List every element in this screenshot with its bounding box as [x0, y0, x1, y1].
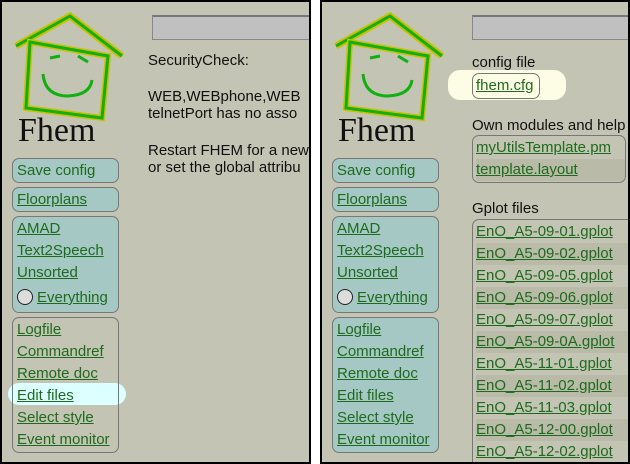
globe-icon: [17, 289, 33, 305]
menu-remote-doc[interactable]: Remote doc: [17, 365, 98, 382]
menu-logfile[interactable]: Logfile: [17, 321, 62, 338]
floorplans-box: Floorplans: [332, 187, 439, 212]
security-line-2: telnetPort has no asso: [148, 105, 298, 122]
fhem-house-logo: [14, 12, 125, 122]
save-config-link[interactable]: Save config: [337, 162, 416, 179]
room-everything[interactable]: Everything: [17, 287, 118, 309]
gplot-file-link[interactable]: EnO_A5-09-02.gplot: [476, 243, 628, 265]
left-screenshot-panel: Fhem Save config Floorplans AMAD Text2Sp…: [0, 0, 311, 464]
menu-event-monitor[interactable]: Event monitor: [17, 431, 110, 448]
security-line-1: WEB,WEBphone,WEB: [148, 88, 301, 105]
room-unsorted[interactable]: Unsorted: [337, 264, 398, 281]
gplot-file-link[interactable]: EnO_A5-09-07.gplot: [476, 311, 613, 328]
menu-edit-files[interactable]: Edit files: [337, 387, 394, 404]
globe-icon: [337, 289, 353, 305]
save-config-box: Save config: [332, 158, 439, 183]
save-config-link[interactable]: Save config: [17, 162, 96, 179]
own-modules-heading: Own modules and help: [472, 117, 626, 134]
command-input[interactable]: [152, 15, 309, 40]
right-screenshot-panel: Fhem Save config Floorplans AMAD Text2Sp…: [320, 0, 630, 464]
gplot-file-link[interactable]: EnO_A5-11-02.gplot: [476, 375, 628, 397]
edit-files-highlight: [8, 383, 126, 405]
gplot-file-link[interactable]: EnO_A5-11-03.gplot: [476, 399, 612, 416]
tools-menu: Logfile Commandref Remote doc Edit files…: [332, 317, 439, 453]
floorplans-box: Floorplans: [12, 187, 119, 212]
tools-menu: Logfile Commandref Remote doc Edit files…: [12, 317, 119, 453]
room-everything[interactable]: Everything: [337, 287, 438, 309]
config-file-highlight: [448, 70, 566, 100]
floorplans-link[interactable]: Floorplans: [17, 191, 88, 208]
security-check-title: SecurityCheck:: [148, 52, 249, 69]
gplot-file-link[interactable]: EnO_A5-09-0A.gplot: [476, 331, 628, 353]
command-input[interactable]: [472, 15, 628, 40]
gplot-file-link[interactable]: EnO_A5-12-00.gplot: [476, 419, 628, 441]
menu-remote-doc[interactable]: Remote doc: [337, 365, 418, 382]
room-amad[interactable]: AMAD: [17, 220, 61, 237]
room-text2speech[interactable]: Text2Speech: [337, 242, 424, 259]
room-unsorted[interactable]: Unsorted: [17, 264, 78, 281]
gplot-files-heading: Gplot files: [472, 200, 539, 217]
fhem-house-logo: [334, 12, 445, 122]
room-everything-label: Everything: [37, 289, 108, 306]
floorplans-link[interactable]: Floorplans: [337, 191, 408, 208]
save-config-box: Save config: [12, 158, 119, 183]
room-text2speech[interactable]: Text2Speech: [17, 242, 104, 259]
own-modules-list: myUtilsTemplate.pm template.layout: [472, 135, 626, 183]
config-file-heading: config file: [472, 54, 536, 71]
gplot-file-link[interactable]: EnO_A5-09-06.gplot: [476, 287, 628, 309]
rooms-menu: AMAD Text2Speech Unsorted Everything: [332, 216, 439, 313]
menu-select-style[interactable]: Select style: [17, 409, 94, 426]
own-module-file[interactable]: template.layout: [476, 159, 625, 181]
security-line-3: Restart FHEM for a new: [148, 142, 309, 159]
gplot-file-link[interactable]: EnO_A5-09-05.gplot: [476, 267, 613, 284]
room-everything-label: Everything: [357, 289, 428, 306]
menu-commandref[interactable]: Commandref: [337, 343, 424, 360]
security-line-4: or set the global attribu: [148, 159, 301, 176]
gplot-file-link[interactable]: EnO_A5-09-01.gplot: [476, 223, 613, 240]
menu-event-monitor[interactable]: Event monitor: [337, 431, 430, 448]
gplot-file-link[interactable]: EnO_A5-12-02.gplot: [476, 443, 613, 460]
gplot-file-link[interactable]: EnO_A5-11-01.gplot: [476, 355, 612, 372]
fhem-logo-text: Fhem: [18, 112, 96, 149]
config-file-link[interactable]: fhem.cfg: [476, 77, 534, 94]
rooms-menu: AMAD Text2Speech Unsorted Everything: [12, 216, 119, 313]
menu-select-style[interactable]: Select style: [337, 409, 414, 426]
menu-logfile[interactable]: Logfile: [337, 321, 382, 338]
fhem-logo-text: Fhem: [338, 112, 416, 149]
room-amad[interactable]: AMAD: [337, 220, 381, 237]
menu-commandref[interactable]: Commandref: [17, 343, 104, 360]
own-module-file[interactable]: myUtilsTemplate.pm: [476, 139, 612, 156]
config-file-list: fhem.cfg: [472, 73, 540, 99]
menu-edit-files[interactable]: Edit files: [17, 387, 74, 404]
